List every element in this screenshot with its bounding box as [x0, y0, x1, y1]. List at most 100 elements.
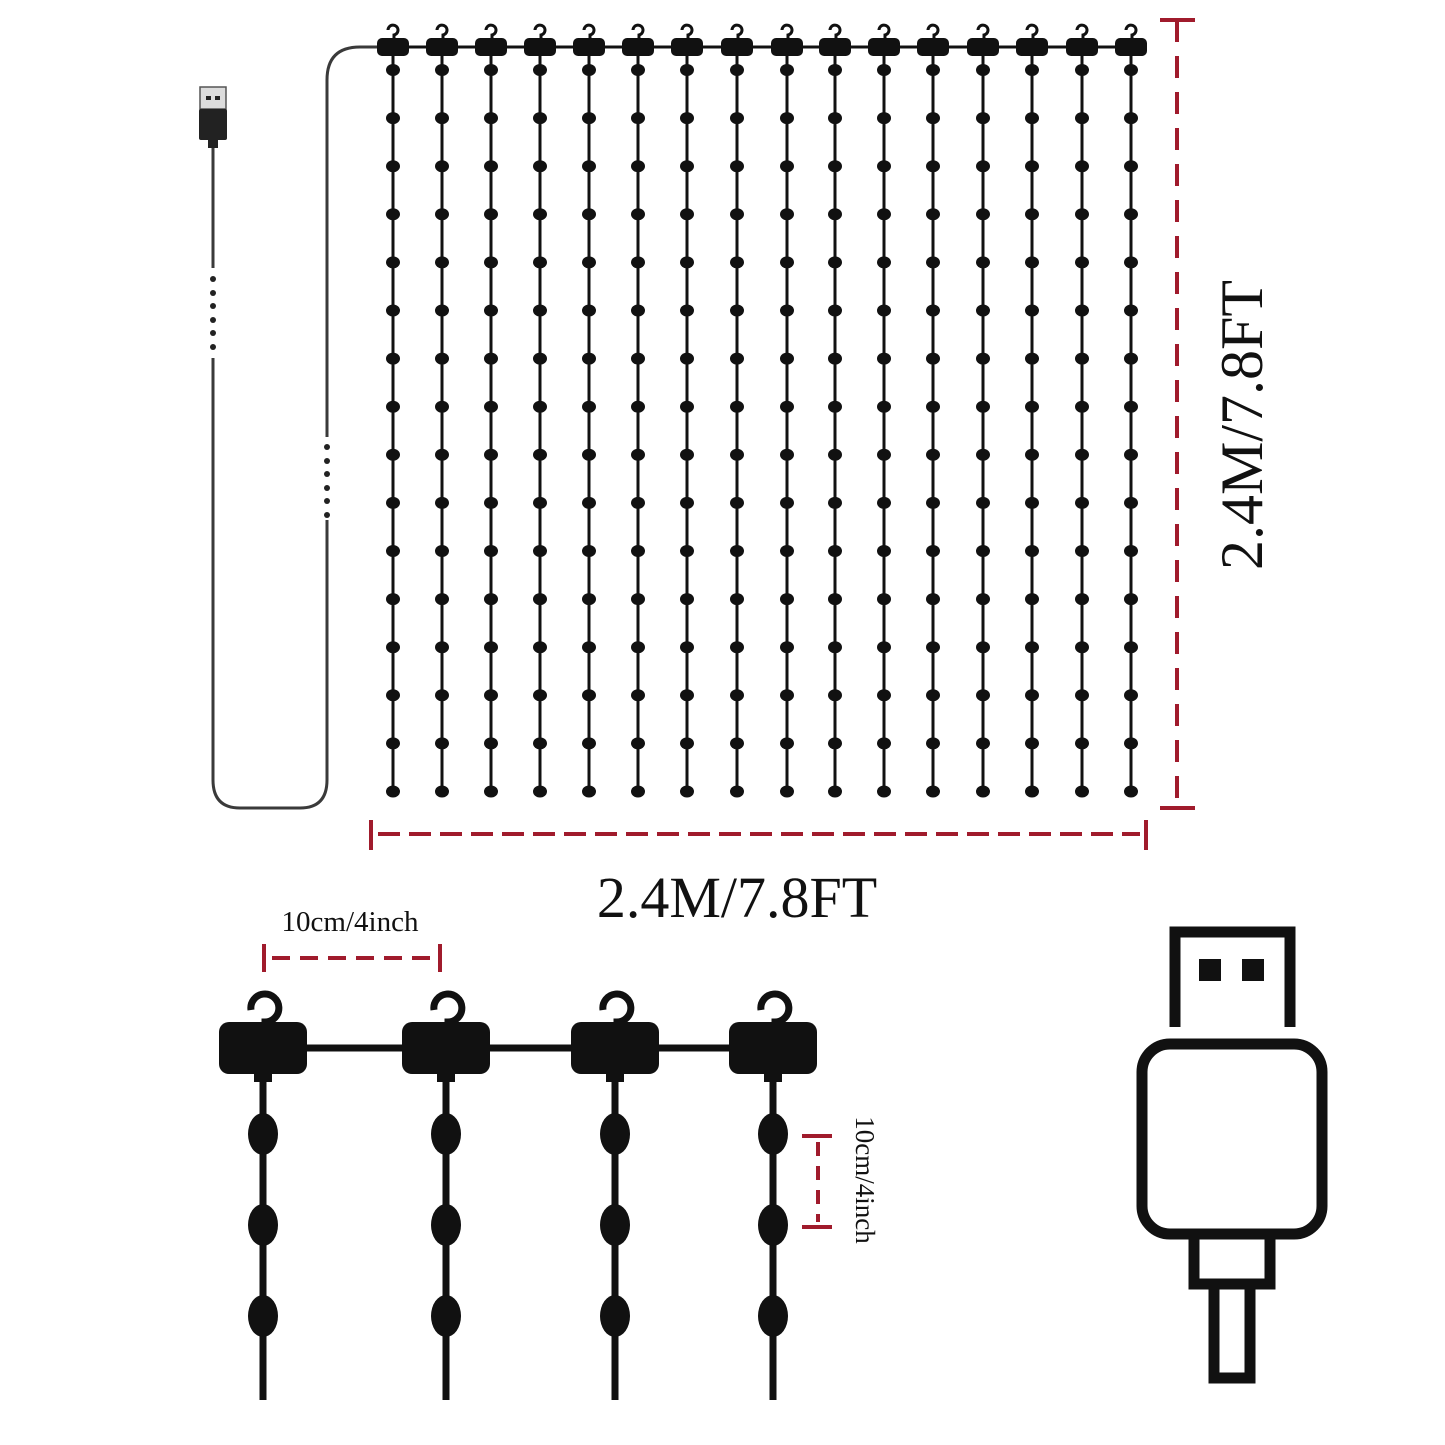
bulb	[730, 64, 744, 76]
hook-icon	[780, 23, 794, 40]
bulb	[386, 160, 400, 173]
bulb	[730, 496, 744, 509]
bulb	[431, 1113, 461, 1155]
bulb	[730, 400, 744, 413]
bulb	[780, 545, 794, 557]
usb-cable	[199, 45, 385, 810]
bulb	[877, 160, 891, 173]
bulb	[1025, 208, 1039, 221]
bulb	[730, 737, 744, 750]
bulb	[582, 737, 596, 750]
bulb	[828, 689, 842, 702]
usb-connector-icon	[1136, 926, 1328, 1384]
bulb	[926, 352, 940, 365]
bulb	[1075, 304, 1089, 317]
bulb	[877, 304, 891, 317]
bulb	[926, 304, 940, 317]
bulb	[1025, 256, 1039, 269]
bulb	[1124, 112, 1138, 125]
bulb	[631, 737, 645, 750]
bulb	[1075, 545, 1089, 557]
bulb	[533, 352, 547, 365]
power-cable	[211, 45, 385, 810]
bulb	[877, 593, 891, 606]
bulb	[780, 208, 794, 221]
bulb	[386, 496, 400, 509]
connector-clip	[967, 38, 999, 56]
connector-clip	[524, 38, 556, 56]
bulb	[582, 593, 596, 606]
bulb	[386, 641, 400, 654]
bulb	[877, 737, 891, 750]
bulb	[431, 1295, 461, 1337]
bulb	[1025, 352, 1039, 365]
bulb	[386, 785, 400, 798]
bulb	[877, 352, 891, 365]
connector-clip	[622, 38, 654, 56]
bulb	[435, 737, 449, 750]
bulb	[484, 112, 498, 125]
bulb	[631, 689, 645, 702]
bulb	[484, 160, 498, 173]
hook-icon	[631, 23, 645, 40]
hook-icon	[435, 23, 449, 40]
bulb	[828, 545, 842, 557]
bulb	[780, 496, 794, 509]
bulb	[877, 112, 891, 125]
bulb	[780, 64, 794, 76]
bulb	[1025, 112, 1039, 125]
bulb	[435, 304, 449, 317]
hook-icon	[1025, 23, 1039, 40]
usb-plug-icon	[199, 86, 227, 148]
bulb	[1075, 160, 1089, 173]
bulb	[1075, 256, 1089, 269]
bulb	[780, 785, 794, 798]
bulb	[680, 304, 694, 317]
bulb	[976, 785, 990, 798]
width-dimension-line	[369, 820, 1148, 850]
bulb	[631, 400, 645, 413]
bulb	[877, 785, 891, 798]
bulb	[976, 64, 990, 76]
bulb	[680, 112, 694, 125]
hook-icon	[877, 23, 891, 40]
bulb	[533, 641, 547, 654]
hook-icon	[976, 23, 990, 40]
connector-clip	[1016, 38, 1048, 56]
bulb	[533, 593, 547, 606]
bulb	[976, 256, 990, 269]
bulb	[1075, 208, 1089, 221]
bulb	[680, 545, 694, 557]
usb-pin-left	[1199, 959, 1221, 981]
bulb	[631, 208, 645, 221]
bulb	[758, 1204, 788, 1246]
bulb	[484, 352, 498, 365]
bulb	[533, 785, 547, 798]
bulb	[1124, 256, 1138, 269]
bulb	[1075, 785, 1089, 798]
bulb	[758, 1113, 788, 1155]
hook-icon	[730, 23, 744, 40]
bulb	[680, 208, 694, 221]
connector-clip	[771, 38, 803, 56]
bulb	[1124, 400, 1138, 413]
bulb	[600, 1204, 630, 1246]
bulb	[730, 545, 744, 557]
bulb	[828, 112, 842, 125]
bulb	[484, 545, 498, 557]
bulb	[435, 641, 449, 654]
bulb	[484, 785, 498, 798]
bulb	[828, 785, 842, 798]
bulb	[730, 785, 744, 798]
bulb	[631, 160, 645, 173]
connector-clip	[426, 38, 458, 56]
bulb	[926, 208, 940, 221]
strand	[573, 23, 605, 798]
bulb	[582, 448, 596, 461]
bulb	[1124, 785, 1138, 798]
bulb	[435, 689, 449, 702]
bulb	[976, 304, 990, 317]
bulb	[976, 545, 990, 557]
bulb	[1025, 448, 1039, 461]
bulb	[435, 64, 449, 76]
